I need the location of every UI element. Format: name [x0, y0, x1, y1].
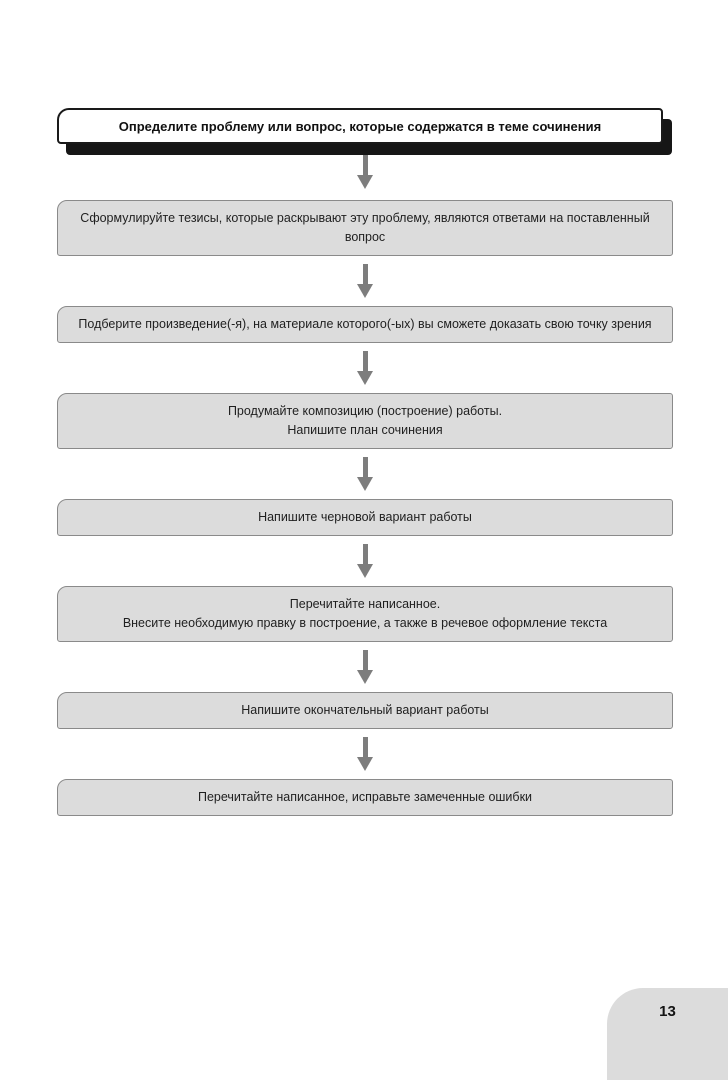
page-corner-tab: 13 — [607, 988, 728, 1080]
flowchart-step-final-version: Напишите окончательный вариант работы — [57, 692, 673, 729]
down-arrow-icon — [356, 457, 374, 491]
flowchart-step-theses: Сформулируйте тезисы, которые раскрывают… — [57, 200, 673, 256]
step-line: Внесите необходимую правку в построение,… — [122, 616, 608, 630]
step-line: Перечитайте написанное. — [289, 597, 441, 611]
flowchart-title-text: Определите проблему или вопрос, которые … — [118, 118, 602, 134]
flowchart-step-proofread: Перечитайте написанное, исправьте замече… — [57, 779, 673, 816]
flowchart-step-composition-plan: Продумайте композицию (построение) работ… — [57, 393, 673, 449]
step-line: Сформулируйте тезисы, которые раскрывают… — [80, 211, 650, 225]
flowchart-step-works-selection: Подберите произведение(-я), на материале… — [57, 306, 673, 343]
down-arrow-icon — [356, 650, 374, 684]
flowchart-step-draft: Напишите черновой вариант работы — [57, 499, 673, 536]
step-line: Подберите произведение(-я), на материале… — [78, 317, 652, 331]
essay-writing-flowchart: Определите проблему или вопрос, которые … — [57, 108, 673, 816]
step-line: Напишите окончательный вариант работы — [241, 703, 489, 717]
step-line: Напишите черновой вариант работы — [258, 510, 472, 524]
down-arrow-icon — [356, 544, 374, 578]
down-arrow-icon — [356, 155, 374, 189]
step-line: Напишите план сочинения — [287, 423, 443, 437]
step-line: вопрос — [344, 230, 386, 244]
step-line: Перечитайте написанное, исправьте замече… — [197, 790, 533, 804]
page-number: 13 — [659, 1003, 676, 1020]
step-line: Продумайте композицию (построение) работ… — [227, 404, 503, 418]
down-arrow-icon — [356, 351, 374, 385]
flowchart-title-box: Определите проблему или вопрос, которые … — [57, 108, 663, 144]
down-arrow-icon — [356, 737, 374, 771]
flowchart-step-revision: Перечитайте написанное. Внесите необходи… — [57, 586, 673, 642]
down-arrow-icon — [356, 264, 374, 298]
